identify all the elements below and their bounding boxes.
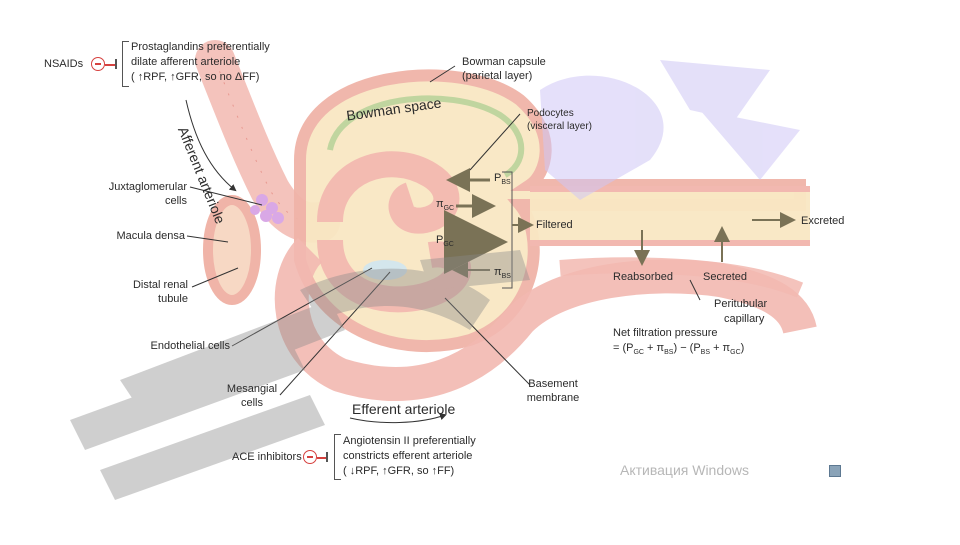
watermark-purple bbox=[540, 60, 800, 200]
inhibit-icon bbox=[303, 450, 317, 464]
nsaids-label: NSAIDs bbox=[44, 58, 84, 70]
nfp-line2: = (PGC + πBS) − (PBS + πGC) bbox=[613, 342, 745, 357]
reabsorbed-label: Reabsorbed bbox=[613, 271, 673, 283]
basement-line2: membrane bbox=[526, 392, 580, 404]
angiotensin-line3: ( ↓RPF, ↑GFR, so ↑FF) bbox=[343, 465, 455, 477]
mesangial-line2: cells bbox=[240, 397, 263, 409]
leader-lines bbox=[186, 65, 701, 396]
peritubular-line1: Peritubular bbox=[714, 298, 768, 310]
bowman-capsule-line2: (parietal layer) bbox=[462, 70, 533, 82]
inhibit-bar bbox=[115, 59, 117, 69]
excreted-label: Excreted bbox=[801, 215, 845, 227]
bracket bbox=[334, 434, 341, 480]
podocytes-line1: Podocytes bbox=[527, 108, 574, 119]
juxtaglomerular-cells bbox=[250, 194, 284, 224]
inhibit-line bbox=[105, 64, 115, 66]
distal-tubule-line1: Distal renal bbox=[132, 279, 188, 291]
glomerular-capillary-loop bbox=[317, 151, 460, 234]
nfp-line1: Net filtration pressure bbox=[613, 327, 718, 339]
prostaglandins-line3: ( ↑RPF, ↑GFR, so no ΔFF) bbox=[131, 71, 260, 83]
juxtaglomerular-line1: Juxtaglomerular bbox=[108, 181, 187, 193]
p-bs-label: PBS bbox=[494, 172, 511, 187]
watermark-gray bbox=[70, 250, 530, 500]
peritubular-line2: capillary bbox=[724, 313, 765, 325]
windows-activation-watermark: Активация Windows bbox=[620, 462, 750, 478]
bracket bbox=[122, 41, 129, 87]
inhibit-icon bbox=[91, 57, 105, 71]
basement-line1: Basement bbox=[528, 378, 578, 390]
inhibit-bar bbox=[326, 452, 328, 462]
pi-bs-label: πBS bbox=[494, 266, 511, 281]
forces-bracket bbox=[502, 171, 513, 289]
pi-gc-label: πGC bbox=[436, 198, 455, 213]
podocytes-line2: (visceral layer) bbox=[527, 121, 593, 132]
p-gc-label: PGC bbox=[436, 234, 454, 249]
efferent-arteriole-vessel bbox=[274, 237, 817, 401]
prostaglandins-line2: dilate afferent arteriole bbox=[131, 56, 241, 68]
windows-icon bbox=[829, 465, 841, 477]
efferent-arteriole-label: Efferent arteriole bbox=[352, 401, 456, 417]
angiotensin-line2: constricts efferent arteriole bbox=[343, 450, 473, 462]
endothelial-cells-label: Endothelial cells bbox=[150, 340, 231, 352]
efferent-curve-arrow bbox=[349, 413, 447, 424]
macula-densa-label: Macula densa bbox=[116, 230, 186, 242]
distal-tubule-line2: tubule bbox=[158, 293, 188, 305]
peritubular-capillary bbox=[559, 257, 804, 298]
juxtaglomerular-line2: cells bbox=[164, 195, 187, 207]
secreted-label: Secreted bbox=[703, 271, 748, 283]
inhibit-line bbox=[317, 457, 326, 459]
prostaglandins-line1: Prostaglandins preferentially bbox=[131, 41, 270, 53]
afferent-curve-arrow bbox=[185, 99, 237, 192]
angiotensin-line1: Angiotensin II preferentially bbox=[343, 435, 476, 447]
filtered-label: Filtered bbox=[536, 219, 573, 231]
bowman-capsule-line1: Bowman capsule bbox=[462, 56, 546, 68]
proximal-tubule bbox=[530, 186, 810, 246]
mesangial-line1: Mesangial bbox=[226, 383, 278, 395]
ace-inhibitors-label: ACE inhibitors bbox=[232, 451, 302, 463]
